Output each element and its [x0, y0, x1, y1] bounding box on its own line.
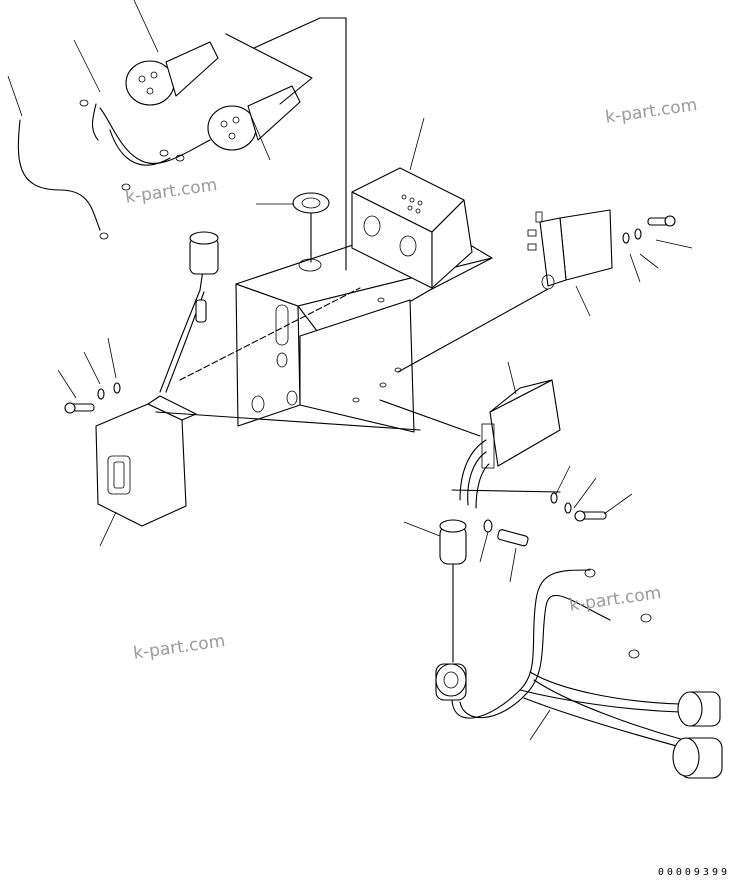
lower-wiring-harness: [435, 568, 685, 749]
harness-plug-right-lower: [672, 737, 723, 779]
relay-right: [397, 209, 613, 373]
resistor-module: [459, 379, 561, 509]
harness-wires-upper: [17, 99, 211, 240]
bolt-center: [483, 519, 529, 547]
condenser-filter: [439, 519, 467, 663]
harness-plug-right-upper: [677, 691, 721, 727]
harness-plug-upper: [125, 41, 219, 106]
bolt-resistor: [550, 492, 607, 522]
drawing-code: 00009399: [657, 867, 730, 878]
bolt-relay-right: [622, 215, 676, 244]
relay-box-top: [351, 167, 473, 289]
regulator-connector: [189, 231, 219, 323]
voltage-regulator: [95, 249, 207, 527]
bolt-left: [64, 382, 121, 414]
leader-lines: [7, 0, 693, 741]
guide-lines: [155, 17, 561, 493]
grommet: [292, 192, 330, 263]
harness-plug-lower: [207, 85, 301, 151]
